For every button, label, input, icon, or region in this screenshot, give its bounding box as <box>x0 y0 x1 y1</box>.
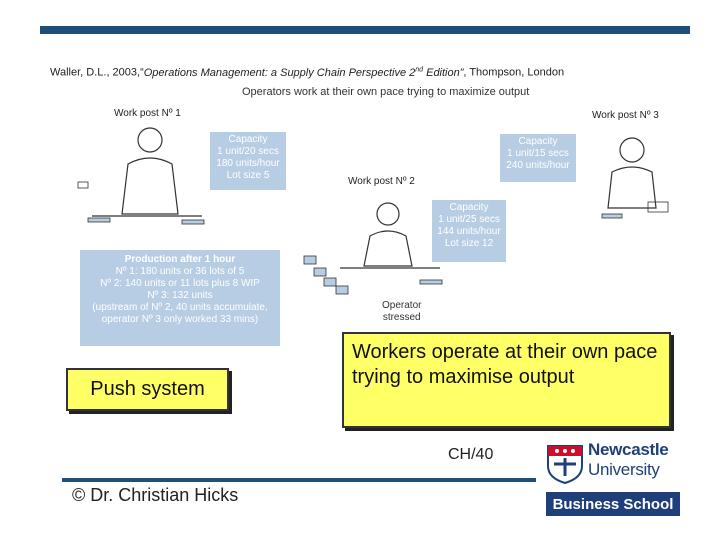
production-line-5: operator Nº 3 only worked 33 mins) <box>101 314 259 325</box>
capacity-1-hour: 180 units/hour <box>216 158 280 169</box>
capacity-box-1: Capacity 1 unit/20 secs 180 units/hour L… <box>210 132 286 190</box>
top-bar <box>40 26 690 34</box>
capacity-3-title: Capacity <box>518 136 558 147</box>
push-system-diagram: Operators work at their own pace trying … <box>72 84 676 346</box>
citation-title-end: Edition” <box>423 66 464 79</box>
push-system-callout: Push system <box>66 368 229 411</box>
logo-business-school: Business School <box>546 492 680 516</box>
citation-suffix: , Thompson, London <box>463 66 565 79</box>
capacity-1-title: Capacity <box>228 134 268 145</box>
capacity-box-2: Capacity 1 unit/25 secs 144 units/hour L… <box>432 200 506 262</box>
operator-3-illustration <box>601 137 669 219</box>
capacity-3-rate: 1 unit/15 secs <box>507 148 569 159</box>
production-box: Production after 1 hour Nº 1: 180 units … <box>80 250 280 346</box>
capacity-1-rate: 1 unit/20 secs <box>217 146 279 157</box>
capacity-2-lot: Lot size 12 <box>444 238 494 249</box>
capacity-2-rate: 1 unit/25 secs <box>438 214 500 225</box>
citation-sup: nd <box>415 66 424 73</box>
page-number: CH/40 <box>448 446 494 463</box>
work-post-3-label: Work post Nº 3 <box>592 110 659 121</box>
capacity-1-lot: Lot size 5 <box>226 170 270 181</box>
logo-newcastle: Newcastle <box>588 440 669 459</box>
bottom-line <box>62 478 536 482</box>
capacity-2-hour: 144 units/hour <box>437 226 501 237</box>
capacity-3-hour: 240 units/hour <box>506 160 570 171</box>
author-credit: © Dr. Christian Hicks <box>72 485 239 505</box>
operator-note-line-2: stressed <box>382 312 421 323</box>
operator-1-illustration <box>77 127 205 225</box>
production-line-3: Nº 3: 132 units <box>147 290 213 301</box>
work-post-1-label: Work post Nº 1 <box>114 108 181 119</box>
capacity-2-title: Capacity <box>449 202 489 213</box>
production-title: Production after 1 hour <box>124 254 236 265</box>
work-post-2-label: Work post Nº 2 <box>348 176 415 187</box>
production-line-1: Nº 1: 180 units or 36 lots of 5 <box>115 266 245 277</box>
newcastle-university-logo: Newcastle University Business School <box>546 440 682 518</box>
university-shield-icon <box>547 445 583 484</box>
operator-2-illustration <box>303 202 443 295</box>
production-line-2: Nº 2: 140 units or 11 lots plus 8 WIP <box>100 278 260 289</box>
citation-title: Operations Management: a Supply Chain Pe… <box>143 66 416 79</box>
logo-university: University <box>588 460 660 479</box>
operator-note-line-1: Operator <box>382 300 422 311</box>
citation-prefix: Waller, D.L., 2003,“ <box>50 66 144 79</box>
citation: Waller, D.L., 2003,“Operations Managemen… <box>50 66 690 79</box>
diagram-title: Operators work at their own pace trying … <box>242 86 530 98</box>
production-line-4: (upstream of Nº 2, 40 units accumulate, <box>92 302 268 313</box>
capacity-box-3: Capacity 1 unit/15 secs 240 units/hour <box>500 134 576 182</box>
operator-stressed-note: Operator stressed <box>382 300 421 324</box>
workers-callout: Workers operate at their own pace trying… <box>342 332 671 428</box>
